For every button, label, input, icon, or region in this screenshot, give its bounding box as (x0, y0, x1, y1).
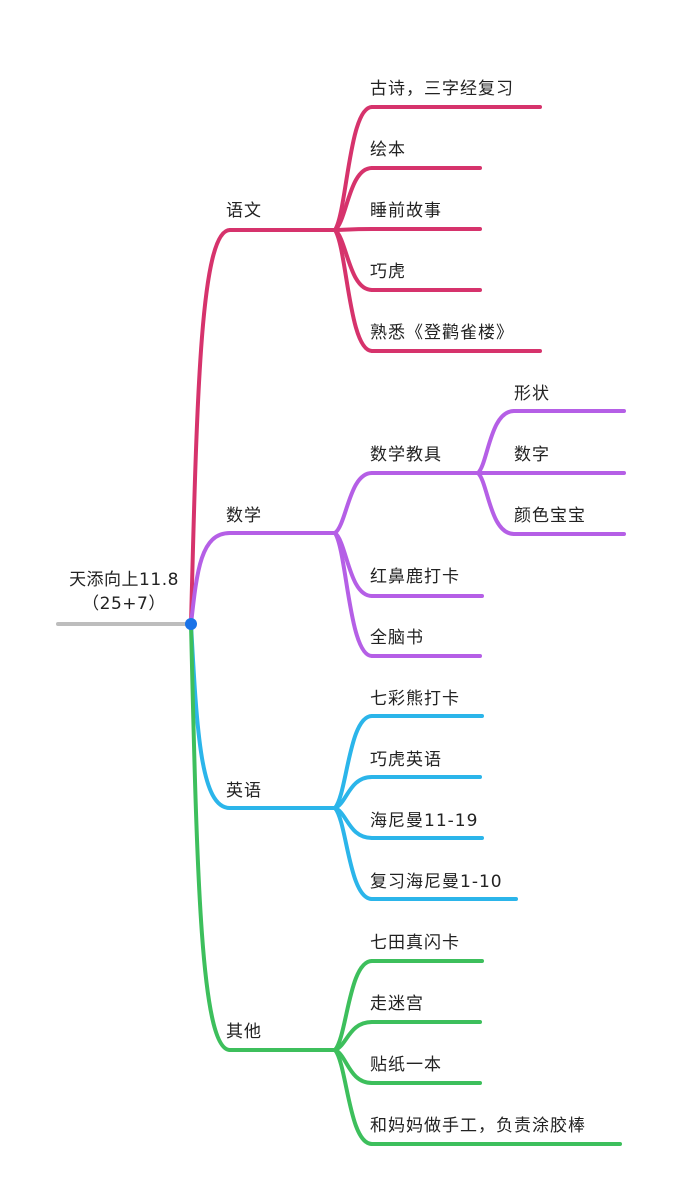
topic-chinese-1[interactable]: 古诗，三字经复习 (370, 79, 514, 99)
topic-math-1[interactable]: 数学教具 (370, 445, 442, 465)
subtopic-math-1[interactable]: 形状 (514, 384, 550, 404)
connector-math-sub-3 (476, 471, 516, 536)
connector-chinese-topic-5 (333, 228, 374, 353)
topic-english-2[interactable]: 巧虎英语 (370, 750, 442, 770)
connector-chinese-topic-2 (333, 166, 374, 232)
root-title: 天添向上11.8 (69, 570, 179, 590)
connector-other-topic-1 (333, 959, 374, 1052)
root-node-label[interactable]: 天添向上11.8 （25+7） (54, 568, 194, 616)
subtopic-math-3[interactable]: 颜色宝宝 (514, 506, 586, 526)
topic-english-3[interactable]: 海尼曼11-19 (370, 811, 479, 831)
connector-other (189, 622, 232, 1052)
topic-other-4[interactable]: 和妈妈做手工，负责涂胶棒 (370, 1116, 586, 1136)
topic-english-1[interactable]: 七彩熊打卡 (370, 689, 460, 709)
branch-label-english[interactable]: 英语 (226, 781, 262, 801)
subtopic-math-2[interactable]: 数字 (514, 445, 550, 465)
branch-label-other[interactable]: 其他 (226, 1022, 262, 1042)
connector-english-topic-1 (333, 714, 374, 810)
connector-math-sub-1 (476, 409, 516, 475)
connector-math (189, 531, 232, 626)
topic-other-1[interactable]: 七田真闪卡 (370, 933, 460, 953)
topic-math-2[interactable]: 红鼻鹿打卡 (370, 567, 460, 587)
root-subtitle: （25+7） (82, 594, 166, 614)
topic-english-4[interactable]: 复习海尼曼1-10 (370, 872, 503, 892)
branch-label-chinese[interactable]: 语文 (226, 201, 262, 221)
topic-chinese-2[interactable]: 绘本 (370, 140, 406, 160)
connector-chinese-topic-1 (333, 105, 374, 232)
connector-english-topic-2 (333, 775, 374, 810)
connector-math-topic-3 (333, 531, 374, 658)
connector-other-topic-4 (333, 1048, 374, 1146)
connector-math-topic-1 (333, 471, 374, 535)
topic-other-3[interactable]: 贴纸一本 (370, 1055, 442, 1075)
topic-chinese-4[interactable]: 巧虎 (370, 262, 406, 282)
connector-other-topic-2 (333, 1020, 374, 1052)
branch-label-math[interactable]: 数学 (226, 506, 262, 526)
topic-other-2[interactable]: 走迷宫 (370, 994, 424, 1014)
connector-chinese (189, 228, 232, 626)
topic-math-3[interactable]: 全脑书 (370, 628, 424, 648)
topic-chinese-5[interactable]: 熟悉《登鹳雀楼》 (370, 323, 514, 343)
connector-english-topic-4 (333, 806, 374, 901)
hub-node[interactable] (185, 618, 197, 630)
connector-chinese-topic-3 (333, 227, 374, 232)
topic-chinese-3[interactable]: 睡前故事 (370, 201, 442, 221)
